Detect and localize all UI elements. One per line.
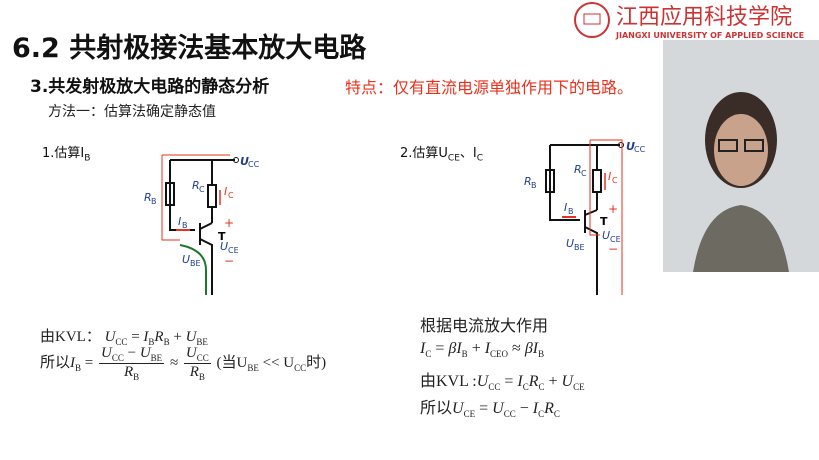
svg-text:R: R bbox=[574, 163, 582, 176]
uce-equation: 所以UCE = UCC − ICRC bbox=[420, 400, 560, 420]
svg-text:−: − bbox=[224, 254, 234, 268]
svg-text:I: I bbox=[564, 201, 567, 214]
svg-text:I: I bbox=[608, 170, 611, 183]
svg-text:CC: CC bbox=[634, 145, 646, 154]
svg-text:T: T bbox=[600, 215, 608, 228]
page-title: 6.2 共射极接法基本放大电路 bbox=[12, 33, 367, 64]
svg-text:R: R bbox=[524, 175, 532, 188]
svg-text:B: B bbox=[531, 181, 537, 190]
svg-text:U: U bbox=[602, 229, 610, 242]
svg-text:+: + bbox=[608, 202, 618, 216]
svg-text:BE: BE bbox=[190, 259, 201, 268]
svg-text:T: T bbox=[218, 230, 226, 243]
svg-text:C: C bbox=[612, 176, 618, 185]
method-label: 方法一：估算法确定静态值 bbox=[48, 104, 216, 120]
svg-text:U: U bbox=[240, 155, 249, 168]
svg-text:B: B bbox=[568, 207, 574, 216]
ic-equation: IC = βIB + ICEO ≈ βIB bbox=[420, 340, 545, 360]
kvl-equation: 由KVL： UCC = IBRB + UBE bbox=[40, 329, 208, 347]
svg-text:U: U bbox=[220, 240, 228, 253]
svg-text:−: − bbox=[608, 242, 618, 256]
svg-text:U: U bbox=[566, 237, 574, 250]
logo-en: JIANGXI UNIVERSITY OF APPLIED SCIENCE bbox=[615, 31, 804, 40]
svg-text:I: I bbox=[178, 215, 181, 228]
university-logo: 江西应用科技学院 JIANGXI UNIVERSITY OF APPLIED S… bbox=[570, 0, 819, 42]
svg-text:U: U bbox=[626, 140, 635, 153]
svg-text:BE: BE bbox=[574, 243, 585, 252]
feature-note: 特点：仅有直流电源单独作用下的电路。 bbox=[345, 78, 634, 97]
svg-text:CE: CE bbox=[228, 246, 239, 255]
webcam-video bbox=[663, 40, 819, 272]
svg-text:C: C bbox=[228, 191, 234, 200]
section-heading: 3.共发射极放大电路的静态分析 bbox=[30, 77, 270, 97]
amplification-note: 根据电流放大作用 bbox=[420, 318, 549, 335]
svg-text:B: B bbox=[151, 197, 157, 206]
kvl-uce-equation: 由KVL :UCC = ICRC + UCE bbox=[420, 373, 585, 393]
step2-label: 2.估算UCE、IC bbox=[400, 146, 484, 164]
svg-text:CC: CC bbox=[248, 160, 260, 169]
svg-text:CE: CE bbox=[610, 235, 621, 244]
svg-text:I: I bbox=[224, 185, 227, 198]
svg-text:+: + bbox=[224, 216, 234, 230]
svg-text:R: R bbox=[144, 191, 152, 204]
svg-text:C: C bbox=[199, 185, 205, 194]
logo-cn: 江西应用科技学院 bbox=[616, 5, 792, 30]
svg-text:C: C bbox=[581, 169, 587, 178]
step1-label: 1.估算IB bbox=[42, 146, 91, 164]
svg-text:B: B bbox=[182, 221, 188, 230]
svg-text:U: U bbox=[182, 253, 190, 266]
svg-text:R: R bbox=[192, 179, 200, 192]
